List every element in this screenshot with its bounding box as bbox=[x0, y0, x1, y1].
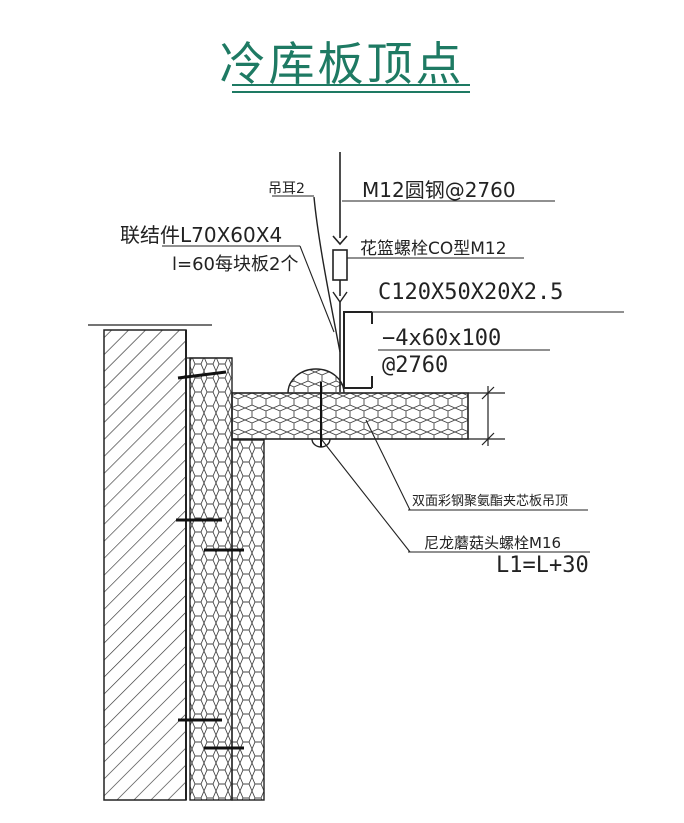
page-title: 冷库板顶点 bbox=[219, 37, 465, 91]
label-round-steel: M12圆钢@2760 bbox=[362, 178, 516, 202]
hanger-assembly bbox=[313, 152, 348, 392]
label-c-channel: C120X50X20X2.5 bbox=[378, 280, 563, 305]
panel-thickness-dimension bbox=[468, 386, 505, 446]
annotations: 吊耳2 M12圆钢@2760 联结件L70X60X4 l=60每块板2个 花篮螺… bbox=[120, 178, 589, 578]
mushroom-head-bolt bbox=[287, 368, 345, 448]
label-lifting-ear: 吊耳2 bbox=[268, 181, 305, 197]
title-underline-upper bbox=[232, 84, 470, 86]
title-block: 冷库板顶点 bbox=[0, 0, 684, 110]
wall-insulation-panel bbox=[186, 357, 265, 801]
wall-anchor-bolts bbox=[176, 370, 244, 750]
label-connector-spec: l=60每块板2个 bbox=[172, 254, 298, 275]
label-sandwich-panel: 双面彩钢聚氨酯夹芯板吊顶 bbox=[412, 494, 568, 509]
label-turnbuckle: 花篮螺栓CO型M12 bbox=[360, 239, 507, 259]
title-underline-lower bbox=[232, 91, 470, 93]
label-mushroom-bolt: 尼龙蘑菇头螺栓M16 bbox=[424, 534, 561, 552]
label-connector: 联结件L70X60X4 bbox=[120, 223, 282, 247]
c-channel-purlin bbox=[343, 311, 373, 389]
ceiling-sandwich-panel bbox=[231, 392, 469, 440]
label-plate-spacing: @2760 bbox=[382, 353, 448, 378]
concrete-wall bbox=[88, 324, 212, 801]
label-plate: −4x60x100 bbox=[382, 326, 501, 351]
leader-lines bbox=[162, 195, 624, 553]
label-bolt-length: L1=L+30 bbox=[496, 553, 589, 578]
